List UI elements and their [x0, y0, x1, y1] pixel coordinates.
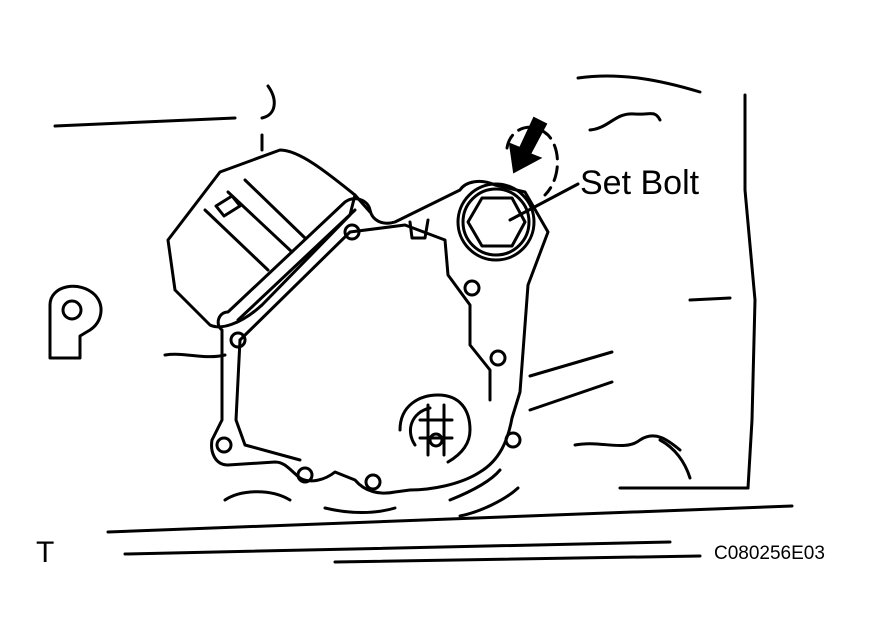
switch-body: [210, 179, 550, 495]
dashed-locator-circle: [505, 125, 559, 197]
manual-valve-shaft: [398, 393, 472, 464]
set-bolt-label: Set Bolt: [580, 164, 700, 202]
mounting-holes: [215, 223, 522, 491]
floor-lines: [106, 504, 794, 564]
view-code-label: T: [36, 536, 55, 569]
connector: [166, 148, 372, 329]
figure-id-label: C080256E03: [714, 543, 825, 564]
arrow-down-icon: [508, 116, 548, 174]
left-bracket: [48, 284, 103, 360]
case-outline: [53, 74, 757, 518]
callout-leader-line: [508, 182, 580, 222]
set-bolt: [456, 182, 536, 262]
